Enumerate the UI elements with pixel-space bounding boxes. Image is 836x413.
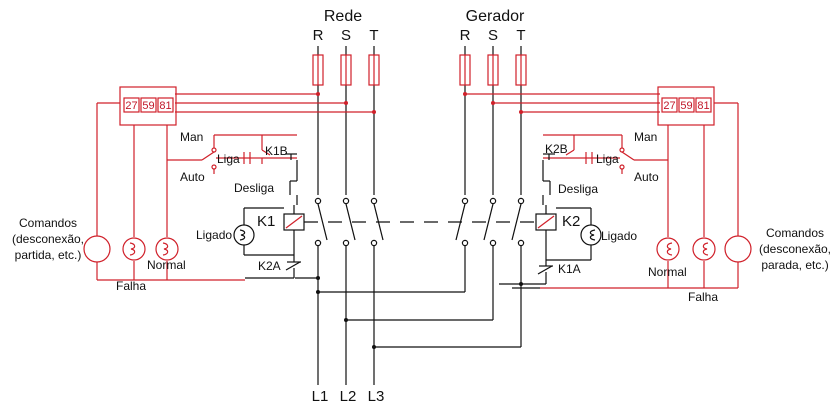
left-control-wiring	[96, 102, 305, 281]
mains-phase-t: T	[369, 27, 378, 44]
right-k2b-label: K2B	[545, 142, 568, 156]
gen-phase-s: S	[488, 27, 498, 44]
right-on-lamp-icon	[580, 224, 602, 246]
right-relay-27: 27	[663, 100, 675, 112]
gen-fuses	[459, 54, 527, 86]
right-ligado-label: Ligado	[601, 229, 637, 243]
mains-fuses	[312, 54, 380, 86]
left-commands-line2: (desconexão,	[12, 232, 84, 246]
right-control-wiring	[521, 102, 739, 289]
right-relay-59: 59	[680, 100, 692, 112]
right-commands-line2: (desconexão,	[759, 242, 831, 256]
left-relay-59: 59	[142, 100, 154, 112]
right-commands-line3: parada, etc.)	[761, 258, 828, 272]
left-protection-relay: 27 59 81	[119, 86, 177, 126]
power-control-feeders	[295, 276, 540, 289]
left-k2a-label: K2A	[258, 259, 281, 273]
right-protection-relay: 27 59 81	[657, 86, 715, 126]
mains-header: Rede	[324, 8, 362, 25]
left-fault-lamp-icon	[122, 237, 146, 261]
k1-main-contacts	[314, 197, 384, 247]
left-commands-line3: partida, etc.)	[15, 248, 82, 262]
left-ligado-label: Ligado	[196, 228, 232, 242]
right-normal-lamp-icon	[656, 237, 680, 261]
k2-main-contacts	[455, 197, 525, 247]
output-wiring	[316, 246, 522, 385]
sensing-buses	[175, 92, 660, 114]
left-falha-label: Falha	[116, 279, 146, 293]
left-relay-81: 81	[159, 100, 171, 112]
left-man-label: Man	[180, 130, 203, 144]
gen-phase-t: T	[516, 27, 525, 44]
left-auto-label: Auto	[180, 170, 205, 184]
mains-phase-s: S	[341, 27, 351, 44]
right-normal-label: Normal	[648, 265, 687, 279]
right-auto-label: Auto	[634, 170, 659, 184]
output-l2: L2	[340, 388, 357, 405]
right-command-block	[580, 224, 752, 263]
mains-phase-r: R	[313, 27, 324, 44]
left-normal-lamp-icon	[155, 237, 179, 261]
right-fault-lamp-icon	[692, 237, 716, 261]
gen-phase-r: R	[460, 27, 471, 44]
right-relay-81: 81	[697, 100, 709, 112]
output-l1: L1	[312, 388, 329, 405]
generator-header: Gerador	[466, 8, 525, 25]
right-commands-line1: Comandos	[766, 226, 824, 240]
left-normal-label: Normal	[147, 258, 186, 272]
right-k1a-label: K1A	[558, 262, 581, 276]
right-man-label: Man	[634, 130, 657, 144]
left-relay-27: 27	[125, 100, 137, 112]
left-command-block	[83, 224, 255, 263]
left-on-lamp-icon	[233, 224, 255, 246]
right-command-icon	[724, 235, 752, 263]
left-desliga-label: Desliga	[234, 181, 274, 195]
k1-coil-label: K1	[257, 213, 275, 230]
power-circuit	[295, 46, 540, 385]
left-k1b-label: K1B	[265, 144, 288, 158]
output-l3: L3	[368, 388, 385, 405]
right-liga-label: Liga	[596, 152, 619, 166]
right-desliga-label: Desliga	[558, 182, 598, 196]
left-commands-line1: Comandos	[19, 216, 77, 230]
k2-coil-label: K2	[562, 213, 580, 230]
left-command-icon	[83, 235, 111, 263]
right-falha-label: Falha	[688, 290, 718, 304]
left-liga-label: Liga	[217, 152, 240, 166]
